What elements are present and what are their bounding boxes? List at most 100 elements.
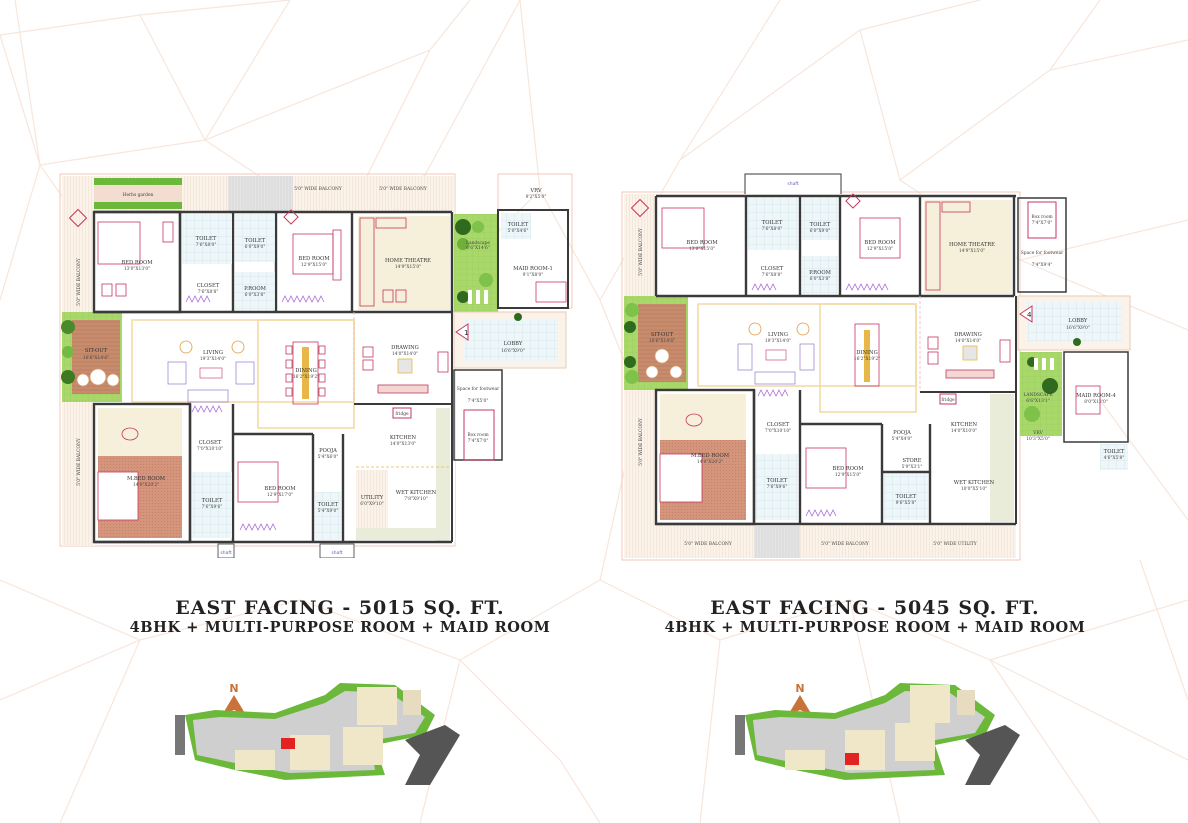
svg-text:12'9"X15'0": 12'9"X15'0" xyxy=(301,263,327,268)
svg-text:TOILET: TOILET xyxy=(245,238,266,244)
svg-text:8'0"X12'0": 8'0"X12'0" xyxy=(1084,400,1108,405)
svg-text:MAID ROOM-4: MAID ROOM-4 xyxy=(1076,393,1116,399)
svg-text:5'0" WIDE BALCONY: 5'0" WIDE BALCONY xyxy=(77,438,82,486)
svg-text:14'0"X20'2": 14'0"X20'2" xyxy=(133,483,159,488)
svg-text:9'2"X5'0": 9'2"X5'0" xyxy=(526,195,547,200)
svg-text:16'6"X9'0": 16'6"X9'0" xyxy=(1066,326,1090,331)
svg-text:1: 1 xyxy=(464,329,468,337)
svg-text:13'0"X15'0": 13'0"X15'0" xyxy=(689,247,715,252)
svg-text:6'6"X14'6": 6'6"X14'6" xyxy=(466,246,490,251)
svg-text:MAID ROOM-1: MAID ROOM-1 xyxy=(513,266,553,272)
svg-text:UTILITY: UTILITY xyxy=(361,495,384,501)
svg-text:TOILET: TOILET xyxy=(1104,449,1125,455)
svg-text:VRV: VRV xyxy=(1032,431,1043,436)
svg-text:7'6"X9'6": 7'6"X9'6" xyxy=(767,485,788,490)
svg-text:KITCHEN: KITCHEN xyxy=(951,422,978,428)
floor-plan-right-drawing: shaft 5'0" WIDE BALCONY 5'0" WIDE BALCON… xyxy=(621,173,1131,561)
svg-text:10'6"X14'6": 10'6"X14'6" xyxy=(649,339,675,344)
svg-text:BED ROOM: BED ROOM xyxy=(121,260,153,266)
svg-text:KITCHEN: KITCHEN xyxy=(390,435,417,441)
svg-text:5'0" WIDE BALCONY: 5'0" WIDE BALCONY xyxy=(77,258,82,306)
svg-text:5'4"X6'0": 5'4"X6'0" xyxy=(318,455,339,460)
svg-text:7'0"X10'10": 7'0"X10'10" xyxy=(765,429,791,434)
svg-text:TOILET: TOILET xyxy=(896,494,917,500)
svg-text:WET KITCHEN: WET KITCHEN xyxy=(954,480,995,486)
svg-text:CLOSET: CLOSET xyxy=(199,440,222,446)
svg-text:16'6"X9'0": 16'6"X9'0" xyxy=(501,349,525,354)
svg-text:DINING: DINING xyxy=(856,350,877,356)
svg-text:16'2"X19'2": 16'2"X19'2" xyxy=(293,375,319,380)
svg-text:fridge: fridge xyxy=(941,398,955,403)
svg-text:5'0" WIDE UTILITY: 5'0" WIDE UTILITY xyxy=(933,542,977,547)
svg-text:14'9"X15'0": 14'9"X15'0" xyxy=(959,249,985,254)
svg-text:P.ROOM: P.ROOM xyxy=(809,270,831,276)
svg-text:BED ROOM: BED ROOM xyxy=(264,486,296,492)
svg-text:HOME THEATRE: HOME THEATRE xyxy=(949,242,995,248)
svg-text:P.ROOM: P.ROOM xyxy=(244,286,266,292)
svg-text:TOILET: TOILET xyxy=(767,478,788,484)
svg-text:12'9"X15'0": 12'9"X15'0" xyxy=(867,247,893,252)
svg-text:19'3"X14'0": 19'3"X14'0" xyxy=(200,357,226,362)
plan-subtitle-left: 4BHK + MULTI-PURPOSE ROOM + MAID ROOM xyxy=(129,619,551,636)
svg-text:6'0"X9'0": 6'0"X9'0" xyxy=(810,229,831,234)
svg-text:6'6"X13'1": 6'6"X13'1" xyxy=(1026,399,1050,404)
unit-highlight-left xyxy=(281,738,295,749)
svg-text:7'6"X8'8": 7'6"X8'8" xyxy=(198,290,219,295)
svg-text:7'4"X7'0": 7'4"X7'0" xyxy=(468,439,489,444)
svg-text:BED ROOM: BED ROOM xyxy=(864,240,896,246)
svg-text:Space for footwear: Space for footwear xyxy=(1021,251,1064,256)
floor-plan-left-drawing: Herbs garden 5'0" WIDE BALCONY 5'0" WIDE… xyxy=(59,173,573,558)
floor-plan-left: Herbs garden 5'0" WIDE BALCONY 5'0" WIDE… xyxy=(58,172,578,558)
svg-text:14'0"X14'0": 14'0"X14'0" xyxy=(392,352,418,357)
unit-highlight-right xyxy=(845,753,859,765)
svg-text:6'0"X3'8": 6'0"X3'8" xyxy=(245,293,266,298)
svg-text:DRAWING: DRAWING xyxy=(954,332,982,338)
svg-text:14'0"X14'0": 14'0"X14'0" xyxy=(955,339,981,344)
svg-text:Landscape: Landscape xyxy=(466,241,490,246)
svg-text:7'6"X8'0": 7'6"X8'0" xyxy=(762,227,783,232)
svg-text:BED ROOM: BED ROOM xyxy=(298,256,330,262)
svg-text:POOJA: POOJA xyxy=(319,448,337,454)
svg-text:7'6"X8'0": 7'6"X8'0" xyxy=(196,243,217,248)
svg-text:CLOSET: CLOSET xyxy=(767,422,790,428)
svg-text:HOME THEATRE: HOME THEATRE xyxy=(385,258,431,264)
svg-text:Herbs garden: Herbs garden xyxy=(123,193,154,198)
plan-subtitle-right: 4BHK + MULTI-PURPOSE ROOM + MAID ROOM xyxy=(664,619,1086,636)
svg-text:7'4"X9'4": 7'4"X9'4" xyxy=(1032,263,1053,268)
svg-text:14'0"X13'0": 14'0"X13'0" xyxy=(390,442,416,447)
svg-text:5'0"X4'6": 5'0"X4'6" xyxy=(508,229,529,234)
svg-text:TOILET: TOILET xyxy=(318,502,339,508)
svg-text:12'9"X17'0": 12'9"X17'0" xyxy=(267,493,293,498)
svg-text:16'2"X19'2": 16'2"X19'2" xyxy=(854,357,880,362)
svg-text:LOBBY: LOBBY xyxy=(504,341,523,347)
svg-text:Box room: Box room xyxy=(467,433,489,438)
caption-right: EAST FACING - 5045 SQ. FT. 4BHK + MULTI-… xyxy=(635,597,1115,637)
svg-text:7'4"X5'0": 7'4"X5'0" xyxy=(468,399,489,404)
svg-text:14'0"X20'2": 14'0"X20'2" xyxy=(697,460,723,465)
svg-text:LOBBY: LOBBY xyxy=(1069,318,1088,324)
svg-text:4: 4 xyxy=(1027,311,1032,319)
svg-text:WET KITCHEN: WET KITCHEN xyxy=(396,490,437,496)
svg-text:13'0"X13'0": 13'0"X13'0" xyxy=(124,267,150,272)
svg-text:6'0"X9'0": 6'0"X9'0" xyxy=(245,245,266,250)
svg-text:5'0" WIDE BALCONY: 5'0" WIDE BALCONY xyxy=(684,542,732,547)
svg-text:10'0"X5'10": 10'0"X5'10" xyxy=(961,487,987,492)
north-arrow-left: N xyxy=(222,683,246,719)
site-key-plan-right xyxy=(735,683,1020,785)
svg-text:10'3"X5'0": 10'3"X5'0" xyxy=(1026,437,1050,442)
svg-text:M.BED ROOM: M.BED ROOM xyxy=(691,453,730,459)
svg-text:DINING: DINING xyxy=(295,368,316,374)
north-arrow-icon xyxy=(222,695,246,715)
svg-text:7'4"X7'0": 7'4"X7'0" xyxy=(1032,221,1053,226)
svg-text:LIVING: LIVING xyxy=(203,350,223,356)
svg-text:TOILET: TOILET xyxy=(202,498,223,504)
svg-text:10'6"X14'6": 10'6"X14'6" xyxy=(83,356,109,361)
svg-text:TOILET: TOILET xyxy=(810,222,831,228)
svg-text:5'4"X9'0": 5'4"X9'0" xyxy=(318,509,339,514)
north-arrow-right: N xyxy=(788,683,812,719)
svg-text:14'9"X15'0": 14'9"X15'0" xyxy=(395,265,421,270)
caption-left: EAST FACING - 5015 SQ. FT. 4BHK + MULTI-… xyxy=(100,597,580,637)
plan-title-right: EAST FACING - 5045 SQ. FT. xyxy=(710,597,1040,619)
svg-text:9'6"X5'8": 9'6"X5'8" xyxy=(896,501,917,506)
svg-text:7'6"X8'8": 7'6"X8'8" xyxy=(762,273,783,278)
